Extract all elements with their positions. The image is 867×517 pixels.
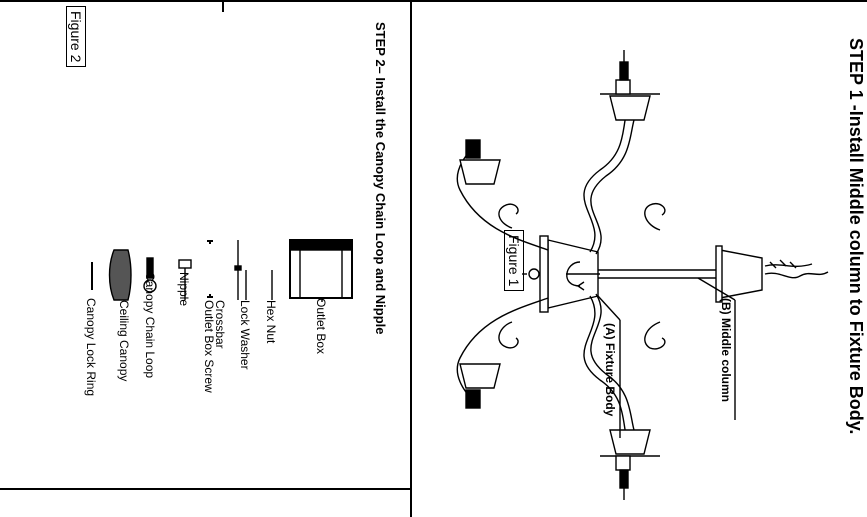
part-ceiling-canopy: Ceiling Canopy (117, 300, 131, 382)
part-outlet-box: Outlet Box (314, 298, 328, 355)
bottom-divider (0, 488, 410, 490)
column-divider (410, 0, 412, 517)
part-canopy-lock-ring: Canopy Lock Ring (84, 298, 98, 397)
top-stub-divider (222, 0, 224, 12)
part-nipple: Nipple (177, 272, 191, 307)
figure-2-label: Figure 2 (66, 6, 86, 68)
part-hex-nut: Hex Nut (264, 300, 278, 344)
part-canopy-chain-loop: Canopy Chain Loop (143, 272, 157, 379)
part-outlet-box-screw: Outlet Box Screw (202, 300, 216, 393)
top-border (0, 0, 867, 2)
part-lock-washer: Lock Washer (238, 300, 252, 370)
